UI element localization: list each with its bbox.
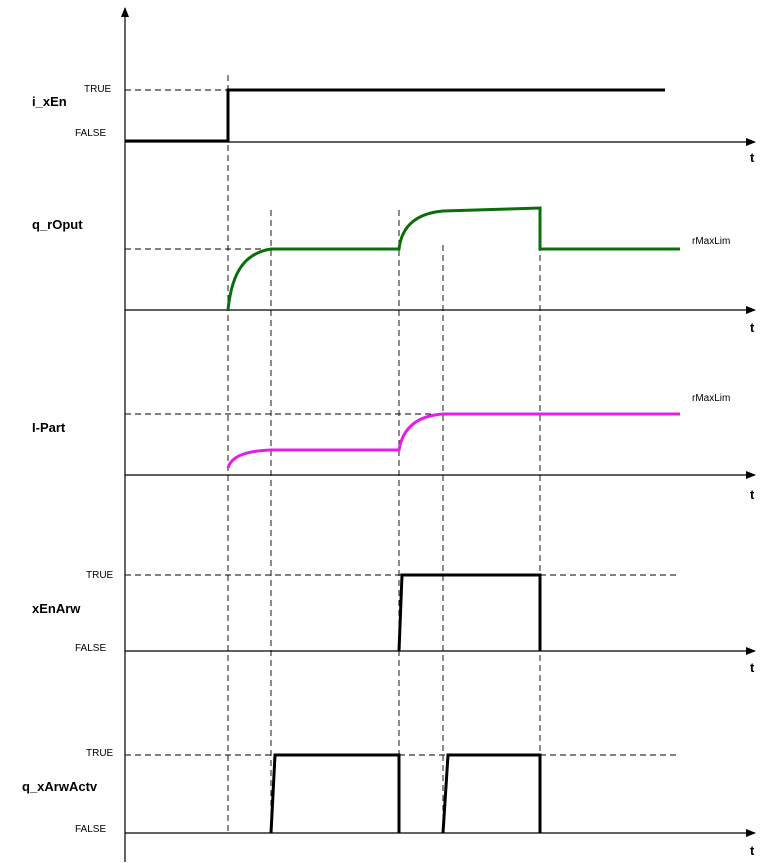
waveform-i-xEn — [125, 88, 665, 143]
signal-q-xArwActv: q_xArwActv TRUE FALSE t — [22, 748, 756, 858]
time-axis-label: t — [750, 660, 755, 675]
signal-name-q-rOput: q_rOput — [32, 217, 83, 232]
signal-name-xEnArw: xEnArw — [32, 601, 81, 616]
signal-i-part: I-Part rMaxLim t — [32, 393, 756, 502]
signal-name-i-part: I-Part — [32, 420, 66, 435]
false-level-label: FALSE — [75, 128, 106, 139]
time-axis-label: t — [750, 150, 755, 165]
waveform-xEnArw — [397, 573, 542, 652]
signal-name-q-xArwActv: q_xArwActv — [22, 779, 98, 794]
true-level-label: TRUE — [84, 84, 112, 95]
time-axis-label: t — [750, 320, 755, 335]
signal-i-xEn: i_xEn TRUE FALSE t — [32, 84, 756, 165]
time-axis-label: t — [750, 843, 755, 858]
false-level-label: FALSE — [75, 643, 106, 654]
time-axis-label: t — [750, 487, 755, 502]
waveform-q-rOput — [226, 206, 680, 311]
false-level-label: FALSE — [75, 824, 106, 835]
waveform-q-xArwActv-pulse-1 — [269, 753, 401, 834]
limit-label-rMaxLim: rMaxLim — [692, 393, 730, 404]
signal-q-rOput: q_rOput rMaxLim t — [32, 206, 756, 335]
signal-xEnArw: xEnArw TRUE FALSE t — [32, 570, 756, 675]
signal-name-i-xEn: i_xEn — [32, 94, 67, 109]
time-markers — [227, 75, 541, 833]
waveform-i-part — [226, 412, 680, 469]
waveform-q-xArwActv-pulse-2 — [441, 753, 542, 834]
true-level-label: TRUE — [86, 570, 114, 581]
limit-label-rMaxLim: rMaxLim — [692, 236, 730, 247]
true-level-label: TRUE — [86, 748, 114, 759]
